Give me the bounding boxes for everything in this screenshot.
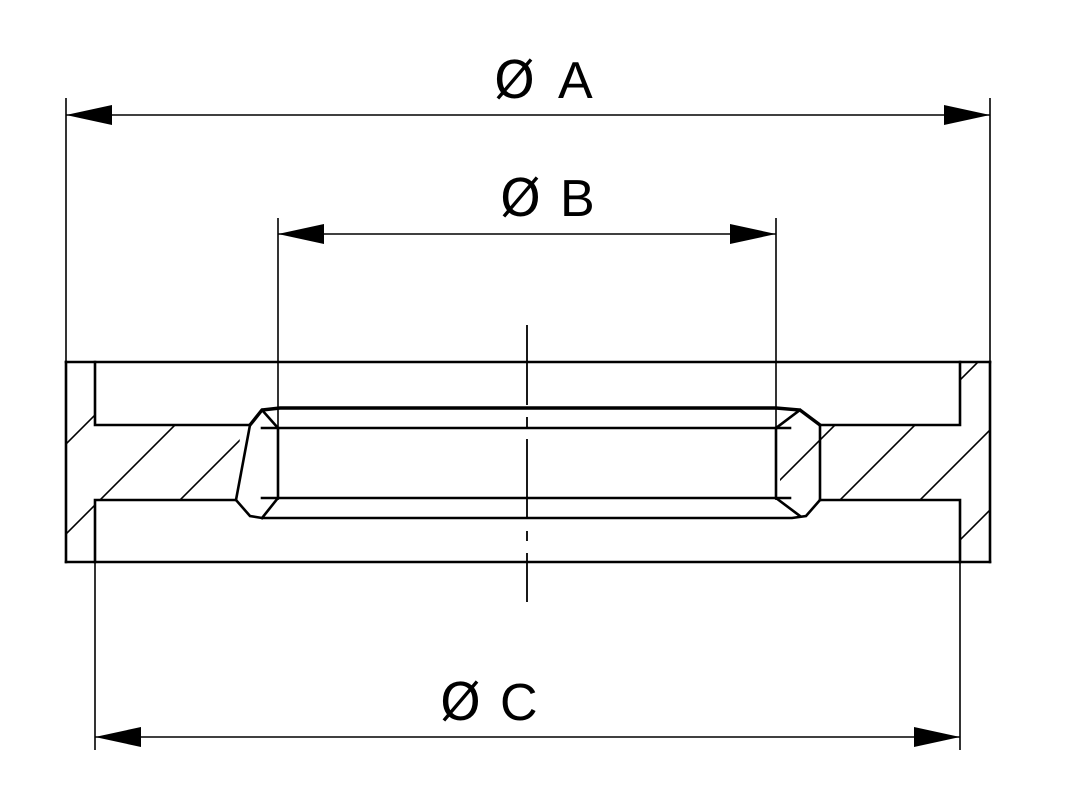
part-outline xyxy=(64,360,992,564)
dimension-label-c: C xyxy=(500,674,538,732)
section-hatching-left xyxy=(66,362,250,562)
arrow-a-left xyxy=(66,105,112,125)
arrow-b-right xyxy=(730,224,776,244)
dimension-a: Ø A xyxy=(65,51,991,362)
section-hatching-right xyxy=(780,362,990,562)
arrow-c-left xyxy=(95,727,141,747)
dimension-label-a: A xyxy=(558,52,593,110)
diameter-symbol-b: Ø xyxy=(500,169,541,229)
diameter-symbol-c: Ø xyxy=(440,673,481,733)
arrow-b-left xyxy=(278,224,324,244)
arrow-c-right xyxy=(914,727,960,747)
dimension-label-b: B xyxy=(560,170,595,228)
arrow-a-right xyxy=(944,105,990,125)
dimension-c: Ø C xyxy=(94,562,961,750)
diameter-symbol-a: Ø xyxy=(494,51,535,111)
